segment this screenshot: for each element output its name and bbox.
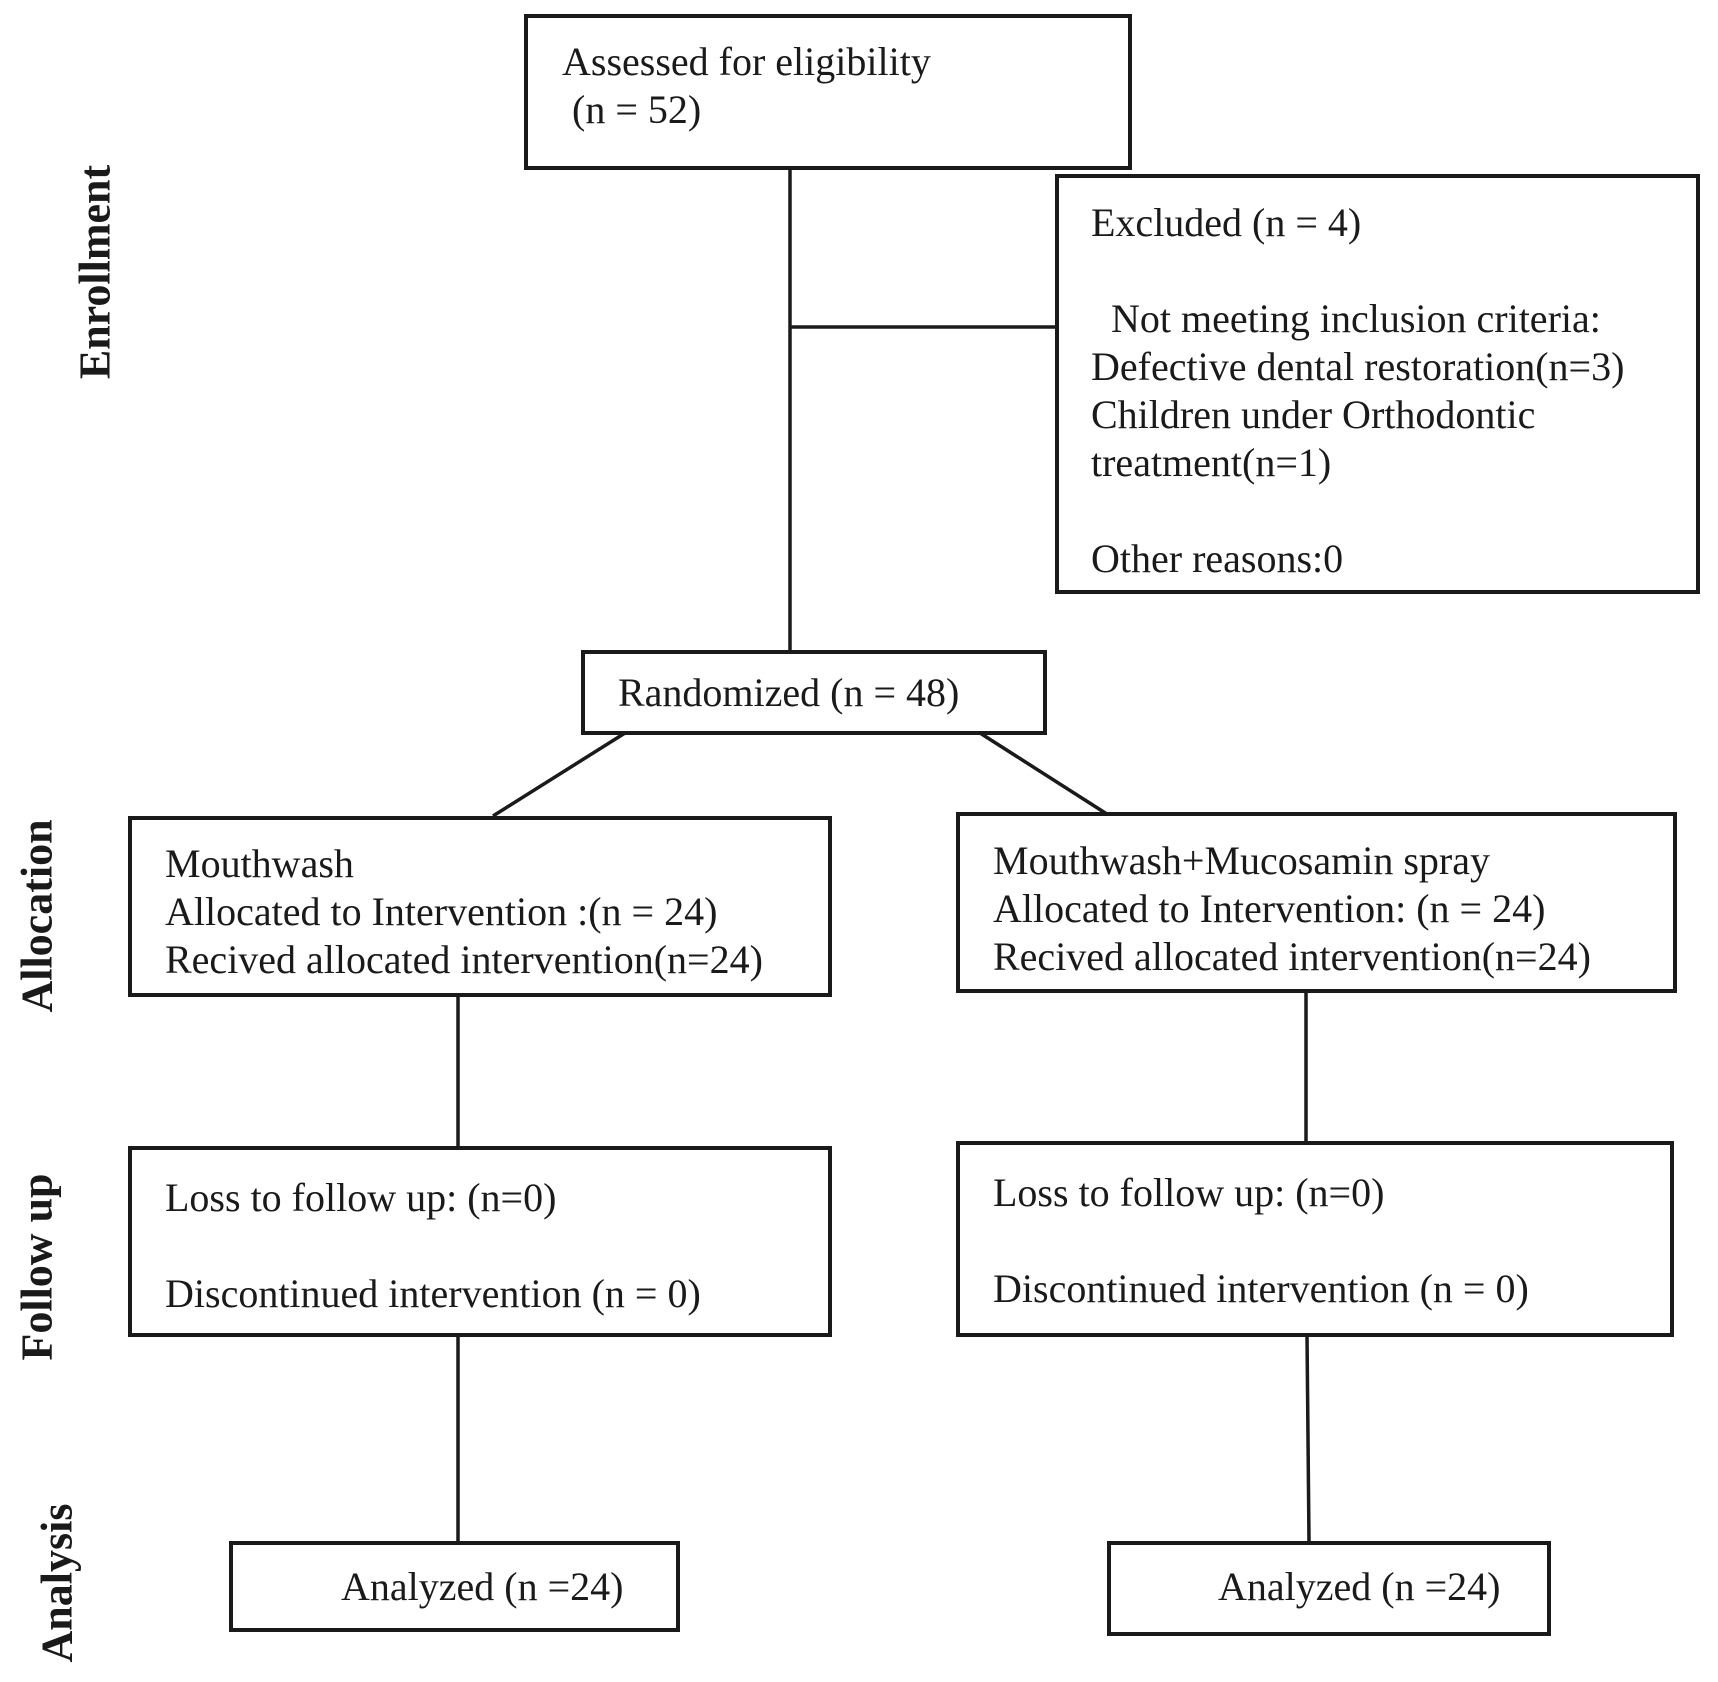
right-followup-spacer bbox=[993, 1217, 1670, 1265]
right-discontinued: Discontinued intervention (n = 0) bbox=[993, 1266, 1529, 1311]
left-followup-spacer bbox=[165, 1222, 828, 1270]
stage-label-follow-up: Follow up bbox=[12, 1173, 62, 1361]
excluded-reason-orthodontic: Children under Orthodontic bbox=[1091, 392, 1536, 437]
excluded-spacer-2 bbox=[1091, 487, 1696, 535]
right-allocation-box: Mouthwash+Mucosamin spray Allocated to I… bbox=[956, 812, 1677, 993]
left-arm-allocated: Allocated to Intervention :(n = 24) bbox=[165, 889, 718, 934]
stage-label-analysis: Analysis bbox=[32, 1503, 82, 1663]
excluded-spacer bbox=[1091, 247, 1696, 295]
right-followup-box: Loss to follow up: (n=0) Discontinued in… bbox=[956, 1141, 1674, 1337]
right-arm-received: Recived allocated intervention(n=24) bbox=[993, 934, 1591, 979]
randomized-box: Randomized (n = 48) bbox=[581, 650, 1047, 735]
assessed-label: Assessed for eligibility bbox=[562, 39, 931, 84]
stage-label-enrollment: Enrollment bbox=[70, 164, 120, 380]
excluded-reason-orthodontic-cont: treatment(n=1) bbox=[1091, 440, 1332, 485]
right-arm-allocated: Allocated to Intervention: (n = 24) bbox=[993, 886, 1546, 931]
right-analysis-box: Analyzed (n =24) bbox=[1107, 1541, 1551, 1636]
assessed-box: Assessed for eligibility (n = 52) bbox=[524, 14, 1132, 170]
connector-right-followup-to-analysis bbox=[1305, 1334, 1311, 1542]
connector-randomized-to-left bbox=[492, 731, 626, 818]
right-analyzed: Analyzed (n =24) bbox=[1218, 1564, 1501, 1609]
left-discontinued: Discontinued intervention (n = 0) bbox=[165, 1271, 701, 1316]
left-analysis-box: Analyzed (n =24) bbox=[229, 1541, 680, 1632]
left-loss-to-follow-up: Loss to follow up: (n=0) bbox=[165, 1175, 557, 1220]
assessed-count: (n = 52) bbox=[572, 87, 702, 132]
stage-label-allocation: Allocation bbox=[12, 819, 62, 1013]
excluded-box: Excluded (n = 4) Not meeting inclusion c… bbox=[1055, 174, 1700, 594]
connector-randomized-to-right bbox=[979, 731, 1111, 818]
excluded-other-reasons: Other reasons:0 bbox=[1091, 536, 1344, 581]
left-followup-box: Loss to follow up: (n=0) Discontinued in… bbox=[128, 1146, 832, 1337]
excluded-title: Excluded (n = 4) bbox=[1091, 200, 1362, 245]
excluded-criteria-heading: Not meeting inclusion criteria: bbox=[1111, 296, 1601, 341]
left-allocation-box: Mouthwash Allocated to Intervention :(n … bbox=[128, 816, 832, 997]
randomized-label: Randomized (n = 48) bbox=[618, 670, 960, 715]
left-arm-name: Mouthwash bbox=[165, 841, 354, 886]
left-arm-received: Recived allocated intervention(n=24) bbox=[165, 937, 763, 982]
left-analyzed: Analyzed (n =24) bbox=[341, 1564, 624, 1609]
right-arm-name: Mouthwash+Mucosamin spray bbox=[993, 838, 1490, 883]
excluded-reason-restoration: Defective dental restoration(n=3) bbox=[1091, 344, 1625, 389]
right-loss-to-follow-up: Loss to follow up: (n=0) bbox=[993, 1170, 1385, 1215]
